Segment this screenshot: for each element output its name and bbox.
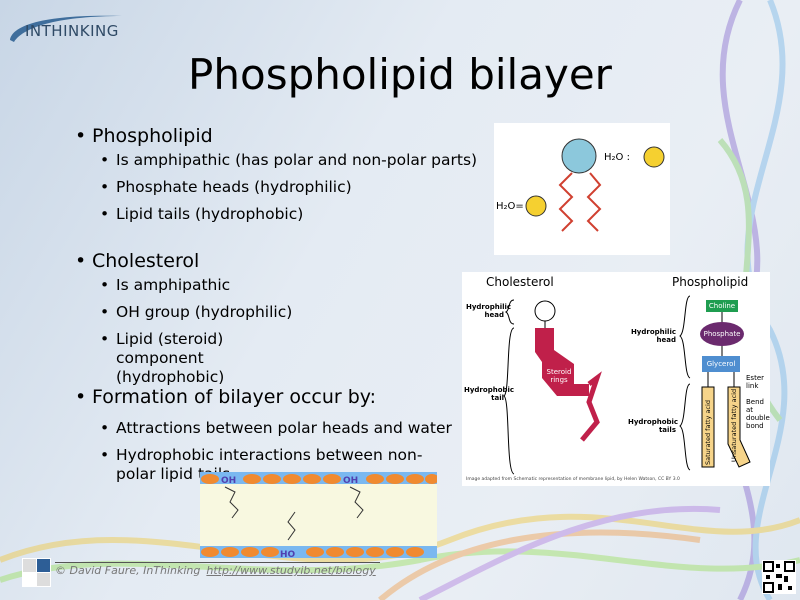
phospholipid-title: Phospholipid [672, 275, 749, 289]
bullet-item: Lipid (steroid) component (hydrophobic) [95, 330, 315, 387]
bilayer-with-cholesterol-image: OH OH HO [200, 472, 437, 558]
slide-title: Phospholipid bilayer [188, 50, 612, 99]
bullet-heading: Formation of bilayer occur by: [75, 386, 455, 408]
section-cholesterol: Cholesterol Is amphipathic OH group (hyd… [75, 250, 315, 395]
bullet-item: OH group (hydrophilic) [95, 303, 315, 322]
ho-label: HO [280, 550, 296, 558]
qr-code-icon[interactable] [762, 560, 796, 594]
label-glycerol: Glycerol [706, 360, 736, 368]
happy-face-icon [643, 146, 665, 168]
label-phosphate: Phosphate [703, 330, 741, 338]
inthinking-squares-icon [22, 558, 51, 587]
image-credit: Image adapted from Schematic representat… [466, 477, 680, 482]
label-steroid-rings: Steroid rings [546, 368, 572, 384]
label-unsaturated-fatty-acid: Unsaturated fatty acid [730, 388, 738, 462]
label-choline: Choline [708, 302, 736, 310]
bullet-item: Is amphipathic [95, 276, 315, 295]
footer: © David Faure, InThinking http://www.stud… [55, 562, 380, 577]
label-hydrophobic-tails: Hydrophobic tails [628, 418, 679, 434]
phospholipid-cartoon-image: H₂O : H₂O= [494, 123, 670, 255]
water-sad-label: H₂O= [496, 201, 524, 212]
bullet-item: Phosphate heads (hydrophilic) [95, 178, 477, 197]
bullet-heading: Phospholipid [75, 125, 477, 147]
oh-label: OH [343, 476, 358, 486]
label-hydrophobic-tail: Hydrophobic tail [464, 386, 515, 402]
cholesterol-phospholipid-diagram: Cholesterol Phospholipid Hydrophilic hea… [462, 272, 770, 486]
footer-link[interactable]: http://www.studyib.net/biology [206, 564, 376, 577]
label-phospholipid-head: Hydrophilic head [630, 328, 676, 344]
copyright: © David Faure, InThinking [55, 564, 201, 577]
logo-text: INTHINKING [25, 22, 119, 40]
section-formation: Formation of bilayer occur by: Attractio… [75, 386, 455, 492]
water-happy-label: H₂O : [604, 152, 630, 163]
label-ester-link: Ester link [746, 374, 764, 390]
bullet-item: Lipid tails (hydrophobic) [95, 205, 477, 224]
label-bend: Bend at double bond [746, 398, 770, 430]
label-saturated-fatty-acid: Saturated fatty acid [704, 400, 712, 465]
diagram-shapes [503, 295, 751, 475]
bullet-item: Is amphipathic (has polar and non-polar … [95, 151, 477, 170]
bullet-item: Attractions between polar heads and wate… [95, 419, 455, 438]
sad-face-icon [525, 195, 547, 217]
cholesterol-title: Cholesterol [486, 275, 554, 289]
label-hydrophilic-head: Hydrophilic head [466, 303, 512, 319]
bullet-heading: Cholesterol [75, 250, 315, 272]
oh-label: OH [221, 476, 236, 486]
section-phospholipid: Phospholipid Is amphipathic (has polar a… [75, 125, 477, 232]
inthinking-logo [10, 15, 122, 42]
